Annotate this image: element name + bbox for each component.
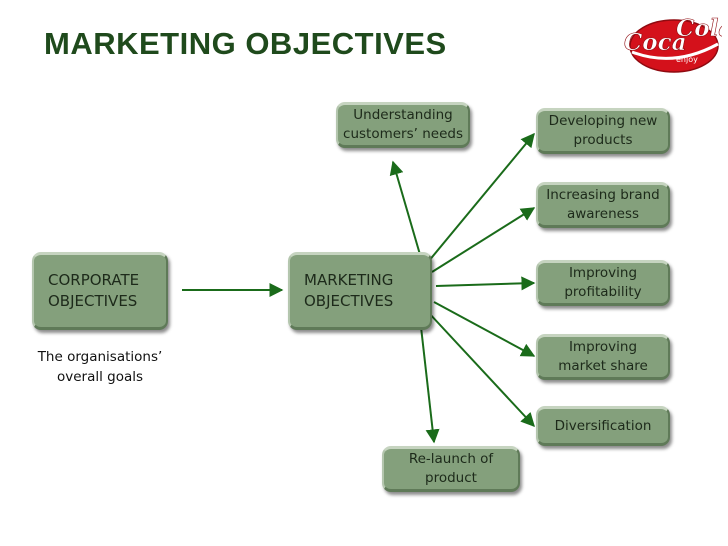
objective-relaunch-product: Re-launch of product [382, 446, 520, 492]
arrow-to-brand [431, 207, 536, 273]
svg-text:enjoy: enjoy [676, 55, 698, 64]
objective-profitability: Improving profitability [536, 260, 670, 306]
arrow-to-understanding [389, 160, 422, 259]
svg-text:Coca: Coca [624, 29, 687, 56]
arrow-to-market-share [433, 301, 536, 357]
marketing-objectives-box: MARKETING OBJECTIVES [288, 252, 432, 330]
corporate-objectives-box: CORPORATE OBJECTIVES [32, 252, 168, 330]
arrow-to-developing [427, 132, 535, 263]
arrow-to-profitability [435, 276, 536, 291]
page-title: MARKETING OBJECTIVES [44, 26, 447, 61]
objective-understanding-needs: Understanding customers’ needs [336, 102, 470, 148]
arrow-to-relaunch [419, 317, 440, 444]
corporate-note: The organisations’ overall goals [37, 349, 163, 385]
objective-diversification: Diversification [536, 406, 670, 446]
objective-brand-awareness: Increasing brand awareness [536, 182, 670, 228]
arrow-to-diversification [427, 311, 535, 428]
objective-developing-products: Developing new products [536, 108, 670, 154]
svg-text:Cola: Cola [676, 15, 722, 42]
objective-market-share: Improving market share [536, 334, 670, 380]
coca-cola-logo: Coca Cola enjoy [624, 15, 722, 73]
